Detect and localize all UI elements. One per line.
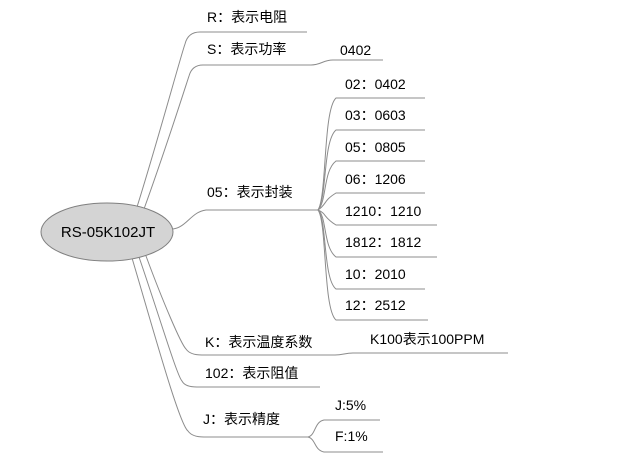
connector-branch-r: [136, 31, 307, 208]
child-0402-node[interactable]: 0402: [340, 42, 372, 58]
child-06-node[interactable]: 06：1206: [345, 171, 406, 187]
connector-child-1210: [317, 209, 437, 226]
connector-branch-j: [131, 257, 308, 438]
root-node-shape[interactable]: [40, 202, 174, 262]
child-j5-node[interactable]: J:5%: [335, 397, 367, 413]
child-1812-node[interactable]: 1812：1812: [345, 234, 422, 250]
connector-child-03: [317, 129, 425, 211]
child-05-node[interactable]: 05：0805: [345, 139, 406, 155]
connector-child-1812: [317, 209, 437, 258]
connector-branch-package: [172, 209, 318, 230]
branch-s-node[interactable]: S：表示功率: [207, 41, 287, 57]
child-k100-node[interactable]: K100表示100PPM: [370, 331, 485, 347]
branch-j-node[interactable]: J：表示精度: [203, 411, 280, 427]
child-02-node[interactable]: 02：0402: [345, 76, 406, 92]
branch-package-node[interactable]: 05：表示封装: [207, 184, 293, 200]
connector-child-k100: [334, 352, 508, 356]
root-node[interactable]: RS-05K102JT: [60, 223, 156, 241]
child-10-node[interactable]: 10：2010: [345, 266, 406, 282]
branch-r-node[interactable]: R：表示电阻: [207, 9, 288, 25]
branch-102-node[interactable]: 102：表示阻值: [205, 365, 299, 381]
child-03-node[interactable]: 03：0603: [345, 107, 406, 123]
connector-branch-102: [138, 256, 320, 388]
connector-child-05: [317, 160, 425, 211]
connector-child-j5: [307, 419, 380, 438]
connector-child-12: [317, 209, 428, 321]
child-1210-node[interactable]: 1210：1210: [345, 203, 422, 219]
connector-child-f1: [307, 436, 383, 453]
child-f1-node[interactable]: F:1%: [335, 428, 368, 444]
connector-child-0402: [310, 59, 383, 66]
branch-k-node[interactable]: K：表示温度系数: [205, 334, 313, 350]
child-12-node[interactable]: 12：2512: [345, 297, 406, 313]
connector-branch-k: [145, 255, 335, 356]
connector-branch-s: [143, 64, 311, 210]
connector-child-06: [317, 192, 425, 211]
